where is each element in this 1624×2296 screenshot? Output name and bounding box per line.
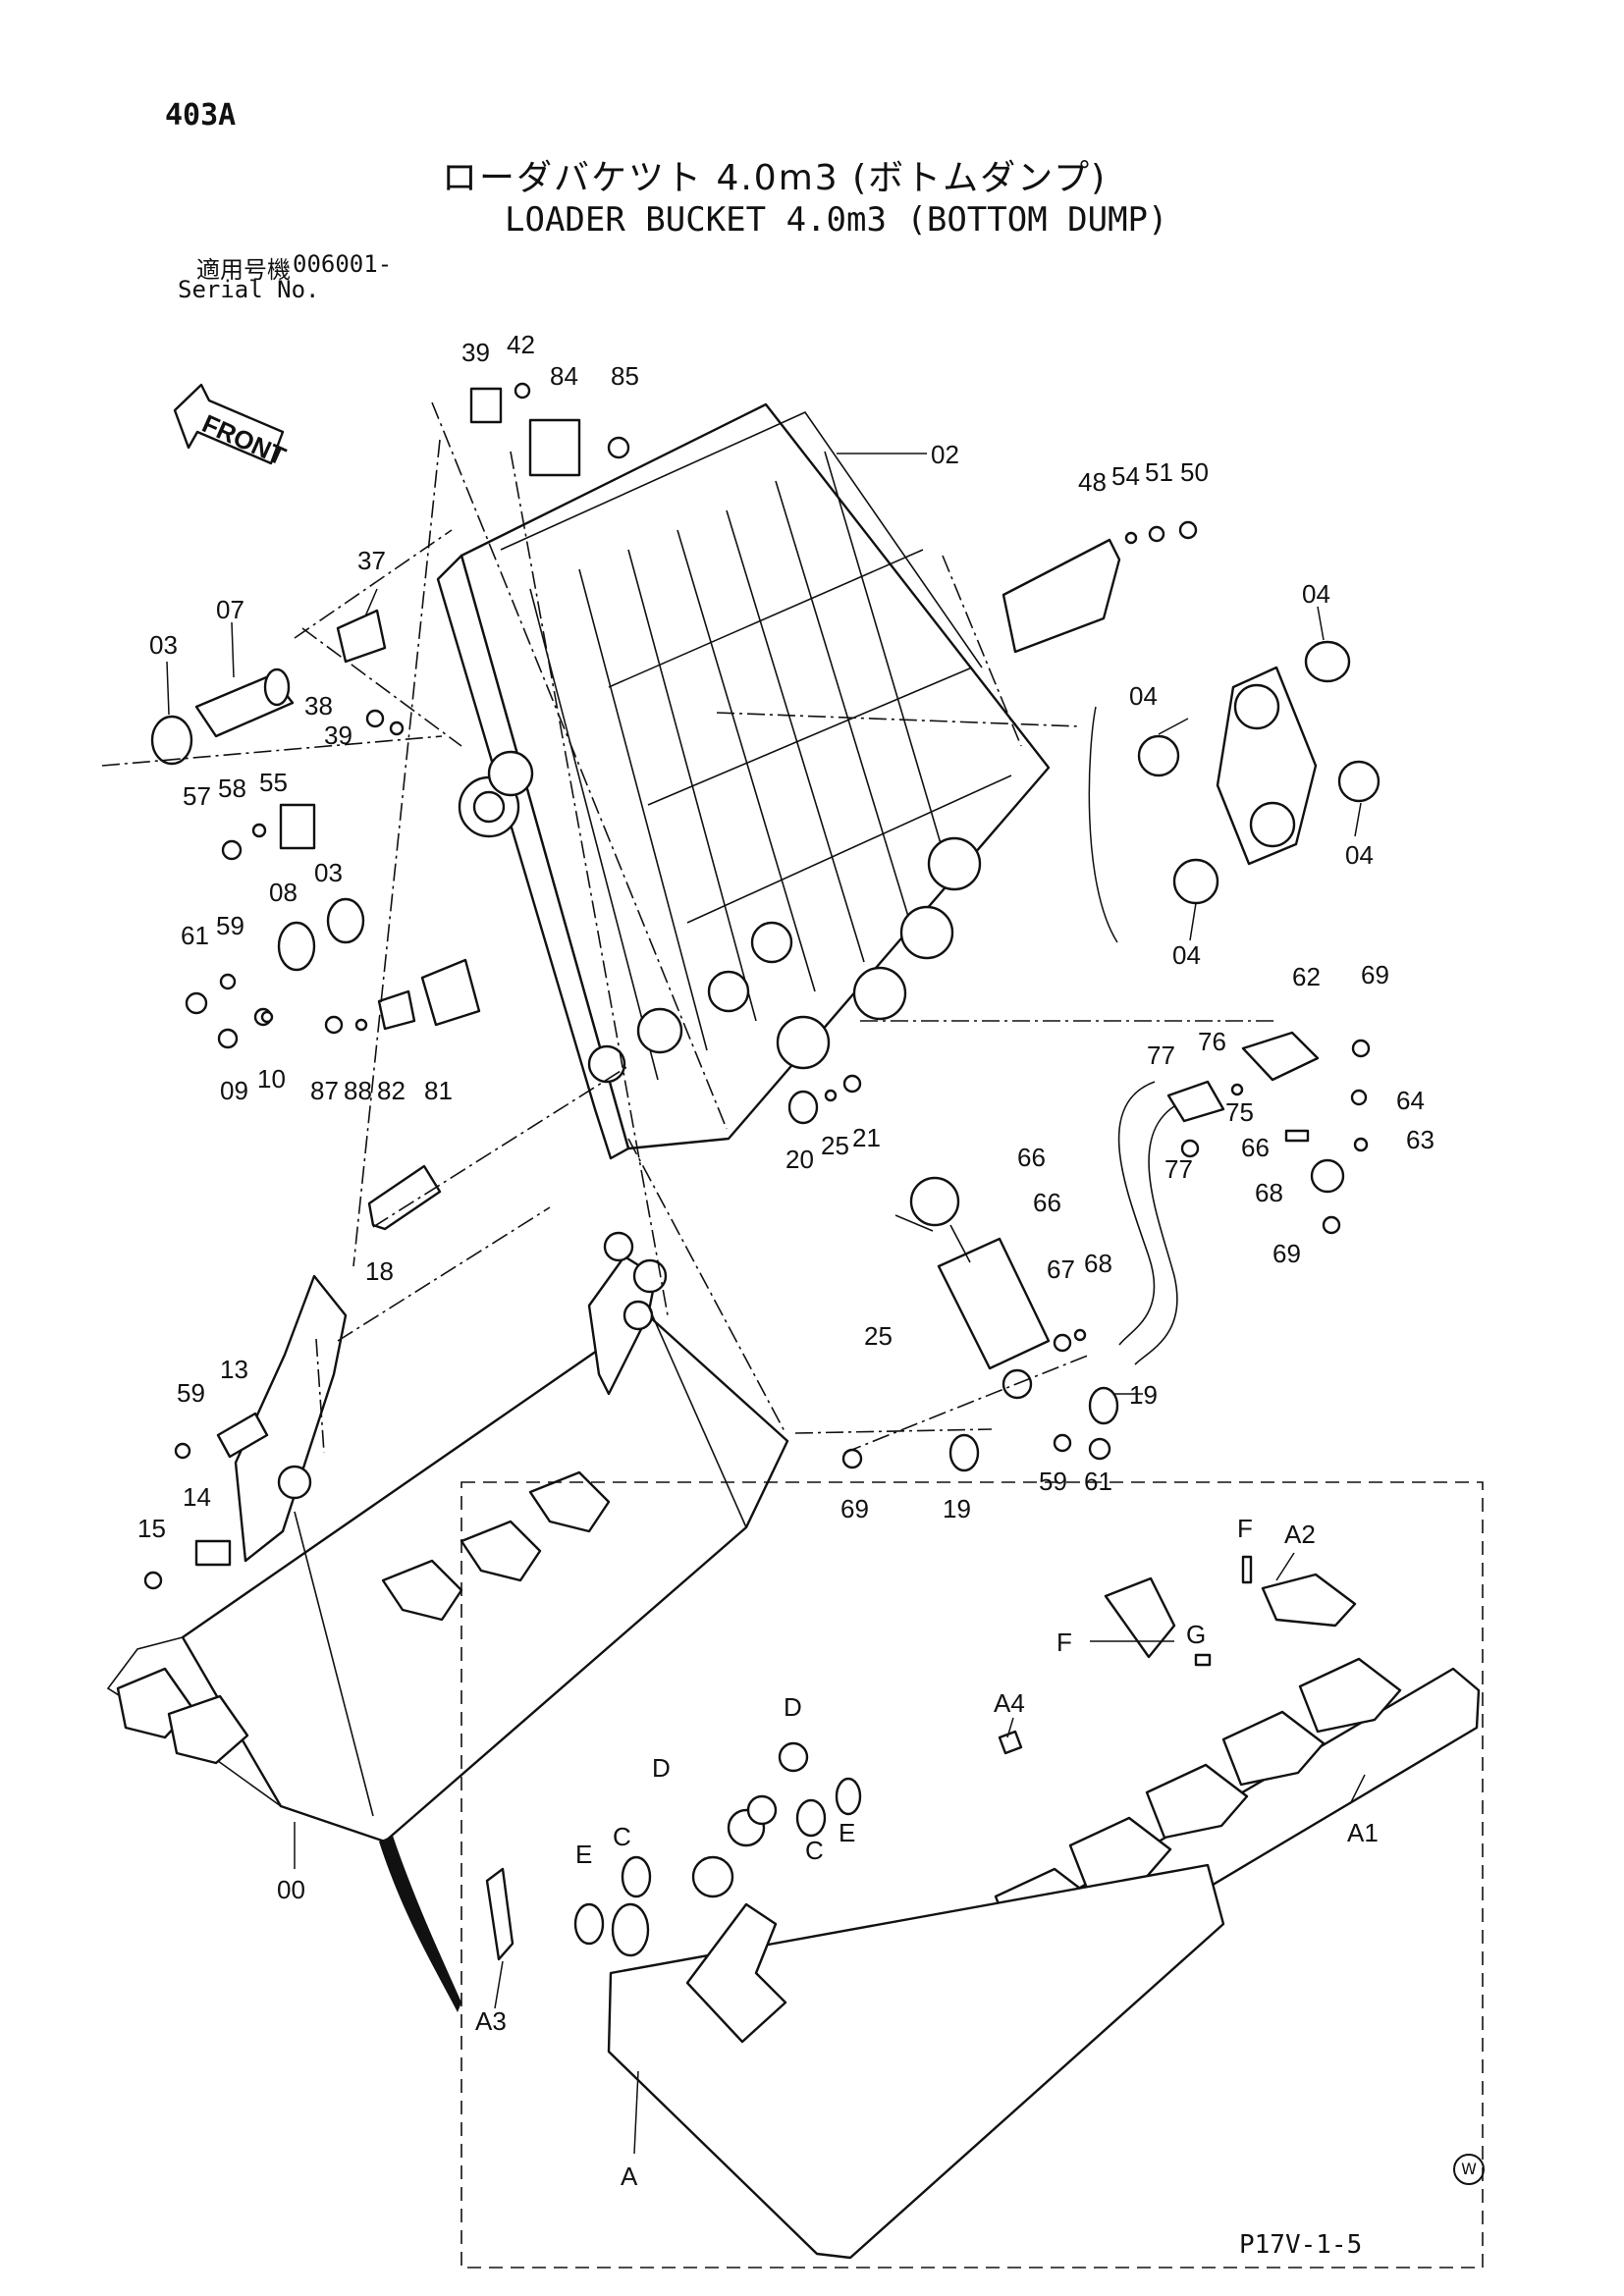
callout-C-a: D bbox=[784, 1692, 802, 1722]
callout-69: 69 bbox=[1272, 1239, 1301, 1268]
callout-77: 77 bbox=[1164, 1154, 1193, 1184]
callout-A: A bbox=[621, 2162, 638, 2191]
callout-81: 81 bbox=[424, 1076, 453, 1105]
callout-08: 08 bbox=[269, 878, 298, 907]
callout-85: 85 bbox=[611, 361, 639, 391]
callout-64-a: 69 bbox=[1361, 960, 1389, 989]
callout-46: 55 bbox=[259, 768, 288, 797]
front-arrow-icon: FRONT bbox=[173, 383, 291, 471]
callout-51-a: 61 bbox=[181, 921, 209, 950]
loose-components bbox=[143, 382, 1380, 1590]
callout-88: 88 bbox=[344, 1076, 372, 1105]
callout-04-d: 04 bbox=[1172, 940, 1201, 970]
callout-21: 21 bbox=[852, 1123, 881, 1152]
callout-57: 62 bbox=[1292, 962, 1321, 991]
callout-A3: A3 bbox=[475, 2006, 507, 2036]
callout-61-a: 66 bbox=[1017, 1143, 1046, 1172]
callout-A2: A2 bbox=[1284, 1520, 1316, 1549]
callout-68: 68 bbox=[1255, 1178, 1283, 1207]
callout-D-a: E bbox=[575, 1840, 592, 1869]
callout-09: 09 bbox=[220, 1076, 248, 1105]
callout-F: F bbox=[1237, 1514, 1253, 1543]
callout-51-b: 61 bbox=[1084, 1467, 1112, 1496]
page-number: 403A bbox=[165, 98, 237, 133]
callout-63: 68 bbox=[1084, 1249, 1112, 1278]
callout-labels: 39 42 84 85 02 48 54 51 50 04 04 04 04 3… bbox=[137, 330, 1435, 2191]
callout-00: 00 bbox=[277, 1875, 305, 1904]
callout-25: 25 bbox=[864, 1321, 893, 1351]
callout-04-b: 04 bbox=[1129, 681, 1158, 711]
callout-03-b: 03 bbox=[314, 858, 343, 887]
callout-87: 87 bbox=[310, 1076, 339, 1105]
callout-39: 39 bbox=[324, 721, 352, 750]
bucket-frame-assembly bbox=[436, 402, 1051, 1160]
callout-37: 37 bbox=[357, 546, 386, 575]
callout-76: 77 bbox=[1147, 1041, 1175, 1070]
callout-B-b: C bbox=[805, 1836, 824, 1865]
callout-02: 02 bbox=[931, 440, 959, 469]
callout-50-a: 59 bbox=[216, 911, 244, 940]
callout-59: 64 bbox=[1396, 1086, 1425, 1115]
title-japanese: ローダバケツト 4.0m3 (ボトムダンプ) bbox=[442, 158, 1108, 198]
w-mark-icon: W bbox=[1453, 2154, 1485, 2185]
callout-E: F bbox=[1056, 1628, 1072, 1657]
callout-43: 50 bbox=[1180, 457, 1209, 487]
callout-03-a: 03 bbox=[149, 630, 178, 660]
title-english: LOADER BUCKET 4.0m3 (BOTTOM DUMP) bbox=[505, 200, 1168, 240]
callout-04-c: 04 bbox=[1345, 840, 1374, 870]
callout-B-a: C bbox=[613, 1822, 631, 1851]
serial-number-value: 006001- bbox=[293, 250, 393, 278]
callout-19-b: 19 bbox=[943, 1494, 971, 1523]
callout-D-b: E bbox=[839, 1818, 855, 1847]
callout-04-a: 04 bbox=[1302, 579, 1330, 609]
callout-13: 13 bbox=[220, 1355, 248, 1384]
callout-G: G bbox=[1186, 1620, 1206, 1649]
bucket-lower-section bbox=[460, 1481, 1484, 2269]
callout-18: 18 bbox=[365, 1256, 394, 1286]
callout-A1: A1 bbox=[1347, 1818, 1379, 1847]
callout-42: 48 bbox=[1078, 467, 1107, 497]
callout-82: 82 bbox=[377, 1076, 406, 1105]
callout-50-c: 59 bbox=[177, 1378, 205, 1408]
drawing-code: P17V-1-5 bbox=[1239, 2230, 1363, 2260]
callout-64-b: 69 bbox=[840, 1494, 869, 1523]
callout-66: 66 bbox=[1241, 1133, 1270, 1162]
callout-54: 39 bbox=[461, 338, 490, 367]
serial-label-japanese: 適用号機 bbox=[196, 256, 291, 284]
callout-84: 84 bbox=[550, 361, 578, 391]
callout-22: 25 bbox=[821, 1131, 849, 1160]
callout-A4: A4 bbox=[994, 1688, 1025, 1718]
callout-61-b: 66 bbox=[1033, 1188, 1061, 1217]
callout-20: 20 bbox=[785, 1145, 814, 1174]
bucket-body bbox=[106, 1231, 789, 2012]
callout-55: 42 bbox=[507, 330, 535, 359]
callout-75: 76 bbox=[1198, 1027, 1226, 1056]
callout-19-a: 19 bbox=[1129, 1380, 1158, 1410]
callout-50-b: 59 bbox=[1039, 1467, 1067, 1496]
leader-lines bbox=[166, 453, 1366, 2155]
callout-15: 15 bbox=[137, 1514, 166, 1543]
callout-67: 75 bbox=[1225, 1097, 1254, 1127]
callout-44: 51 bbox=[1145, 457, 1173, 487]
callout-62: 67 bbox=[1047, 1255, 1075, 1284]
callout-07: 07 bbox=[216, 595, 244, 624]
assembly-guide-lines bbox=[101, 401, 1276, 1454]
callout-14: 14 bbox=[183, 1482, 211, 1512]
callout-58: 63 bbox=[1406, 1125, 1435, 1154]
callout-C-b: D bbox=[652, 1753, 671, 1783]
callout-45: 54 bbox=[1111, 461, 1140, 491]
callout-38: 38 bbox=[304, 691, 333, 721]
callout-47: 57 bbox=[183, 781, 211, 811]
serial-label-english: Serial No. bbox=[178, 276, 320, 303]
callout-10: 10 bbox=[257, 1064, 286, 1094]
callout-48: 58 bbox=[218, 774, 246, 803]
